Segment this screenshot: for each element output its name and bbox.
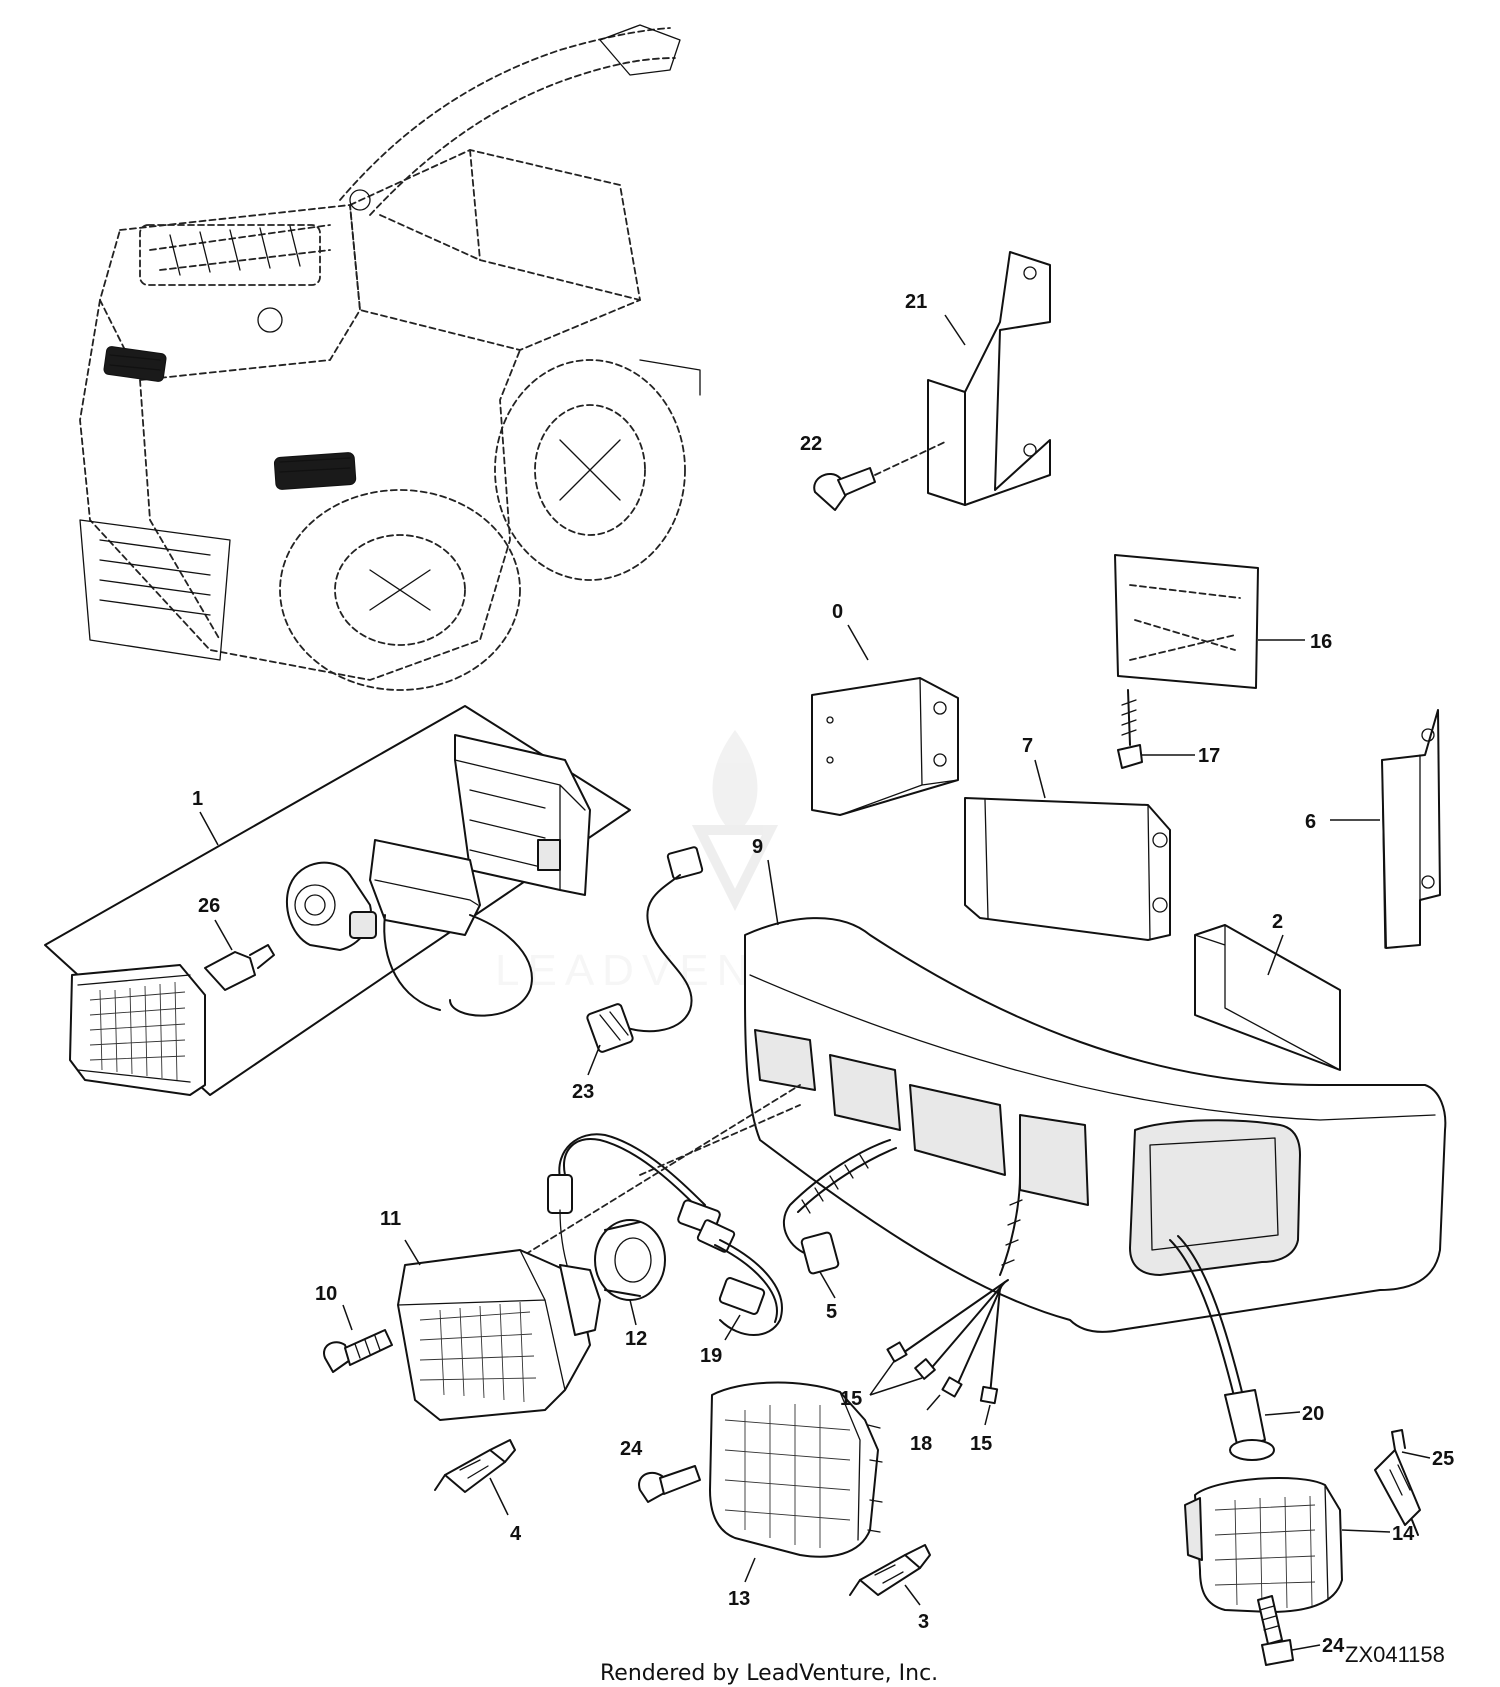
callout-19: 19: [700, 1345, 722, 1367]
figure-id: ZX041158: [1345, 1642, 1445, 1667]
harvester-machine-illustration: [79, 24, 701, 691]
callout-5: 5: [826, 1301, 837, 1323]
relay-module: [454, 734, 591, 896]
callout-18: 18: [910, 1433, 932, 1455]
callout-15a: 15: [840, 1388, 862, 1410]
callout-1: 1: [192, 788, 203, 810]
callout-14: 14: [1392, 1523, 1415, 1545]
tail-light-item-14: 14: [1184, 1477, 1415, 1613]
pad-item-2: 2: [1194, 911, 1341, 1071]
work-light-item-13: 13: [709, 1381, 883, 1610]
grommet-item-12: 12: [594, 1219, 666, 1350]
callout-6: 6: [1305, 811, 1316, 833]
screw-item-24b: 24: [1257, 1595, 1345, 1666]
screw-item-17: 17: [1117, 689, 1220, 769]
bulb-item-4: 4: [434, 1439, 522, 1545]
harness-item-19: 19: [547, 1133, 783, 1367]
bracket-item-21: 21: [905, 251, 1051, 506]
bracket-item-0: 0: [811, 601, 959, 816]
callout-25: 25: [1432, 1448, 1454, 1470]
ballast-unit: [369, 839, 533, 1017]
callout-13: 13: [728, 1588, 750, 1610]
callout-15b: 15: [970, 1433, 992, 1455]
callout-24a: 24: [620, 1438, 643, 1460]
callout-3: 3: [918, 1611, 929, 1633]
footer-credit: Rendered by LeadVenture, Inc.: [600, 1661, 938, 1686]
callout-12: 12: [625, 1328, 647, 1350]
callout-17: 17: [1198, 745, 1220, 767]
headlight-item-11: 11: [380, 1208, 601, 1421]
callout-4: 4: [510, 1523, 522, 1545]
bracket-item-7: 7: [964, 735, 1171, 941]
bracket-item-6: 6: [1305, 709, 1441, 949]
callout-2: 2: [1272, 911, 1283, 933]
callout-9: 9: [752, 836, 763, 858]
screw-item-24a: 24: [620, 1438, 701, 1503]
callout-24b: 24: [1322, 1635, 1345, 1657]
alignment-line: [499, 1084, 801, 1271]
plate-item-16: 16: [1114, 554, 1332, 689]
kit-headlight: [69, 964, 206, 1096]
pigtail-item-20: 20: [1169, 1235, 1324, 1461]
callout-11: 11: [380, 1208, 401, 1230]
callout-26: 26: [198, 895, 220, 917]
bolt-item-22: 22: [800, 433, 946, 511]
screw-item-10: 10: [315, 1283, 393, 1373]
callout-10: 10: [315, 1283, 337, 1305]
bulb-item-3: 3: [849, 1544, 931, 1633]
callout-23: 23: [572, 1081, 594, 1103]
bulb-item-25: 25: [1374, 1429, 1454, 1536]
callout-21: 21: [905, 291, 927, 313]
connector-item-23: 23: [572, 846, 704, 1103]
alignment-line: [639, 1104, 801, 1176]
wire-terminals: 15 18 15: [840, 1174, 1023, 1455]
callout-20: 20: [1302, 1403, 1324, 1425]
light-housing-item-9: 9: [744, 836, 1447, 1333]
harness-item-5: 5: [783, 1139, 897, 1323]
bulb-socket: [285, 861, 377, 951]
callout-0: 0: [832, 601, 843, 623]
bulb-item-26: 26: [198, 895, 275, 991]
callout-7: 7: [1022, 735, 1033, 757]
callout-22: 22: [800, 433, 822, 455]
callout-16: 16: [1310, 631, 1332, 653]
